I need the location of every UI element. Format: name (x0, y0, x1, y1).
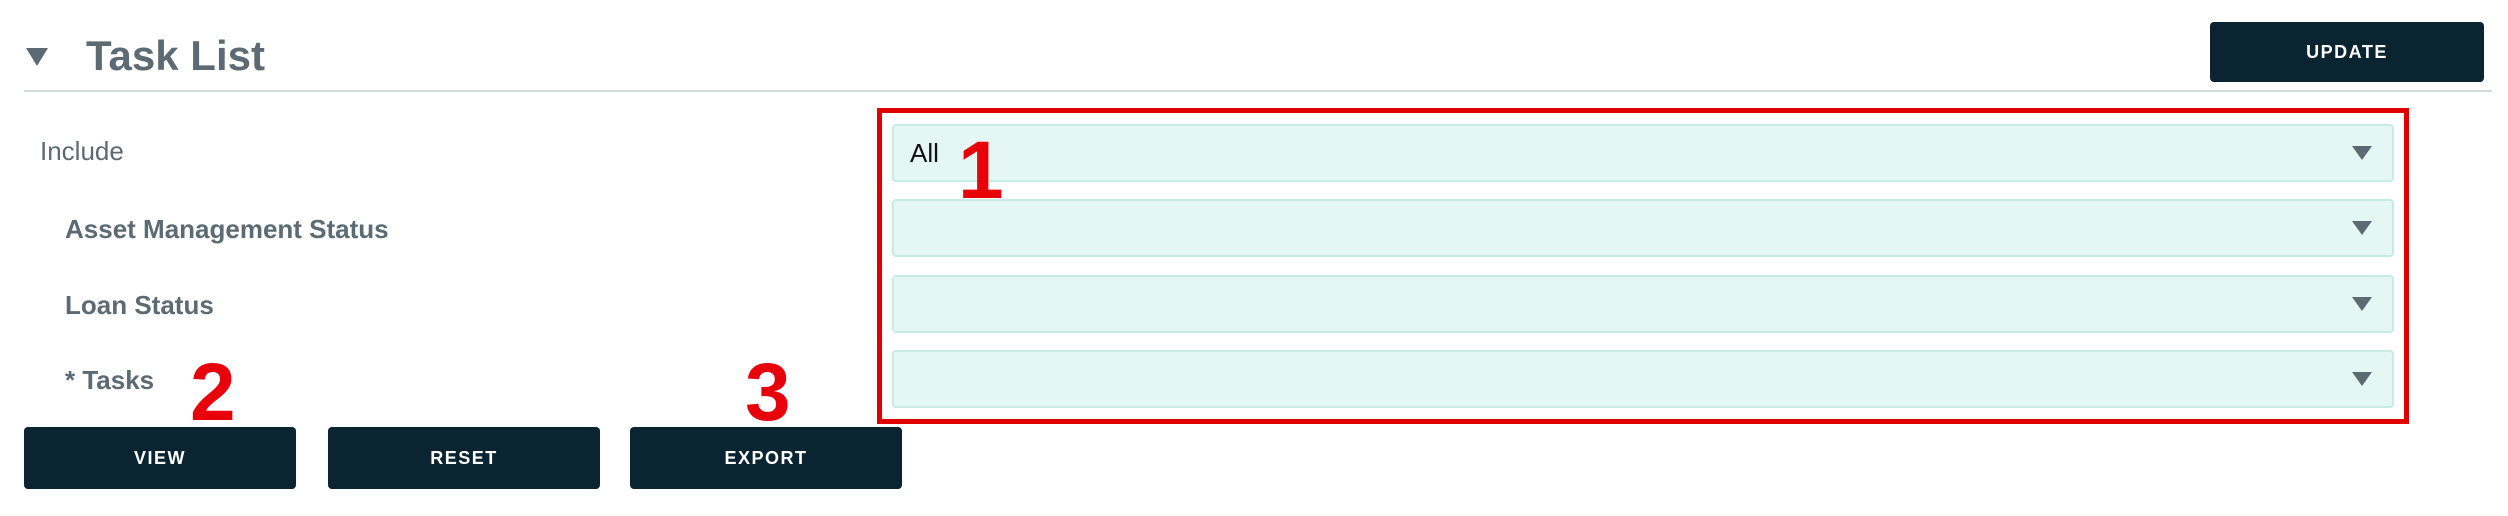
annotation-marker-1: 1 (958, 125, 1004, 216)
collapse-toggle[interactable] (24, 44, 50, 70)
export-button[interactable]: EXPORT (630, 427, 902, 489)
reset-button[interactable]: RESET (328, 427, 600, 489)
tasks-select[interactable] (892, 350, 2394, 408)
chevron-down-icon (2352, 297, 2372, 311)
annotation-highlight-box (877, 108, 2409, 424)
view-button[interactable]: VIEW (24, 427, 296, 489)
include-select-value: All (910, 138, 939, 168)
chevron-down-icon (2352, 221, 2372, 235)
include-label: Include (40, 136, 124, 166)
chevron-down-icon (2352, 146, 2372, 160)
chevron-down-icon (2352, 372, 2372, 386)
asset-management-status-label: Asset Management Status (65, 214, 389, 244)
update-button[interactable]: UPDATE (2210, 22, 2484, 82)
loan-status-label: Loan Status (65, 290, 214, 320)
page-title: Task List (86, 32, 265, 79)
tasks-label: * Tasks (65, 365, 155, 395)
loan-status-select[interactable] (892, 275, 2394, 333)
annotation-marker-3: 3 (745, 347, 791, 438)
triangle-down-icon (26, 48, 48, 66)
include-select[interactable]: All (892, 124, 2394, 182)
annotation-marker-2: 2 (190, 347, 236, 438)
header-divider (24, 90, 2492, 92)
asset-management-status-select[interactable] (892, 199, 2394, 257)
